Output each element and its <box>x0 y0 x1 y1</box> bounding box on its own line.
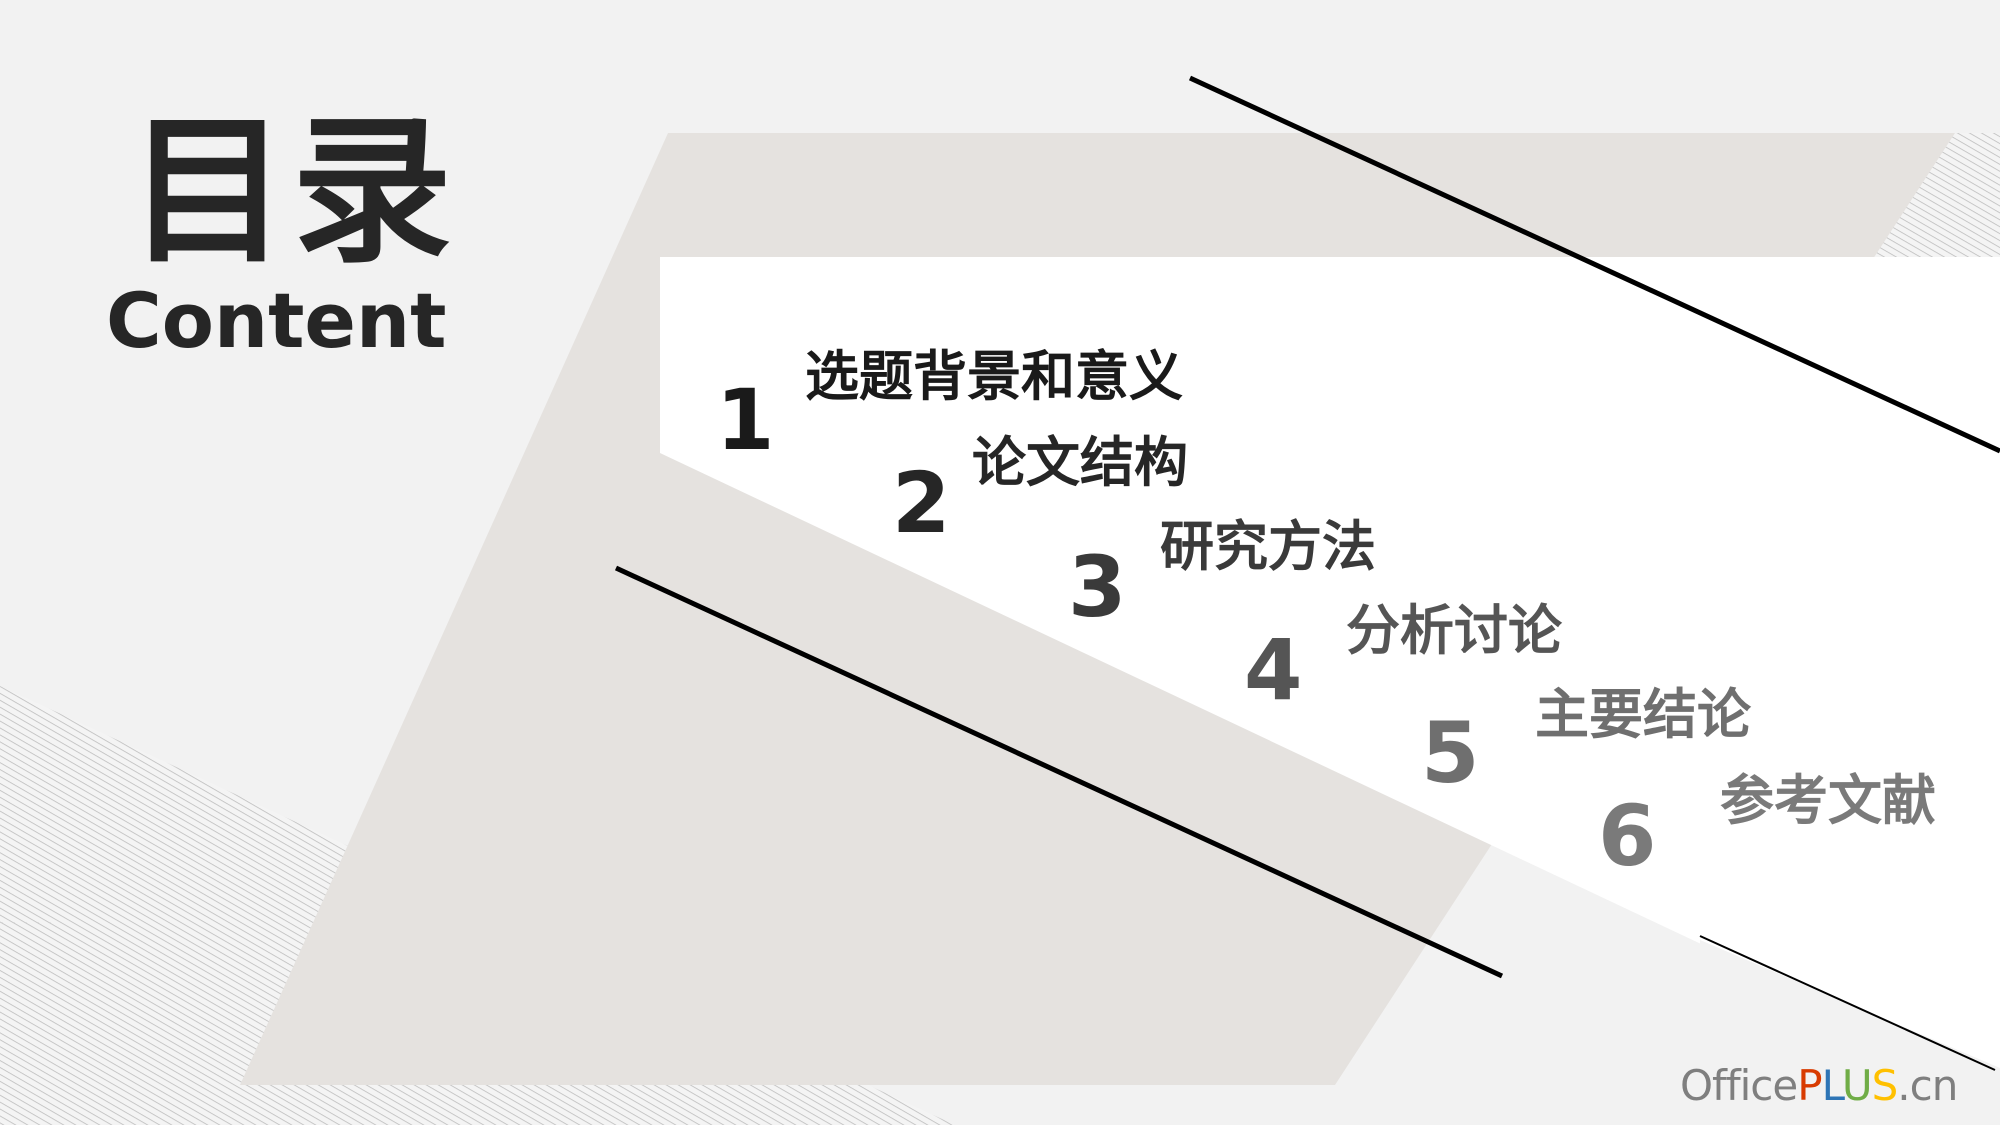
toc-number-2: 2 <box>892 454 951 552</box>
toc-item-6[interactable]: 参考文献 <box>1720 769 1936 832</box>
logo-l: L <box>1821 1061 1843 1110</box>
logo-office: Office <box>1680 1061 1798 1110</box>
toc-item-3[interactable]: 研究方法 <box>1160 515 1376 578</box>
toc-item-1[interactable]: 选题背景和意义 <box>805 345 1183 408</box>
toc-item-2[interactable]: 论文结构 <box>972 431 1188 494</box>
logo-u: U <box>1841 1061 1873 1110</box>
page-title: 目录 <box>128 98 457 285</box>
top-diagonal-line <box>1188 75 2000 454</box>
officeplus-logo: OfficePLUS.cn <box>1680 1065 1958 1107</box>
logo-s: S <box>1871 1061 1899 1110</box>
logo-p: P <box>1797 1061 1822 1110</box>
logo-cn: .cn <box>1897 1061 1958 1110</box>
toc-number-1: 1 <box>716 371 775 469</box>
toc-item-4[interactable]: 分析讨论 <box>1346 599 1562 662</box>
toc-number-5: 5 <box>1421 704 1480 802</box>
bottom-right-thin-line <box>1699 935 1996 1071</box>
middle-diagonal-line <box>614 565 1504 979</box>
toc-number-6: 6 <box>1598 787 1657 885</box>
toc-item-5[interactable]: 主要结论 <box>1535 683 1751 746</box>
right-hatch-wedge <box>1700 940 2000 1125</box>
toc-number-4: 4 <box>1244 621 1303 719</box>
white-card <box>660 257 2000 1085</box>
page-subtitle: Content <box>106 276 447 365</box>
toc-number-3: 3 <box>1068 538 1127 636</box>
